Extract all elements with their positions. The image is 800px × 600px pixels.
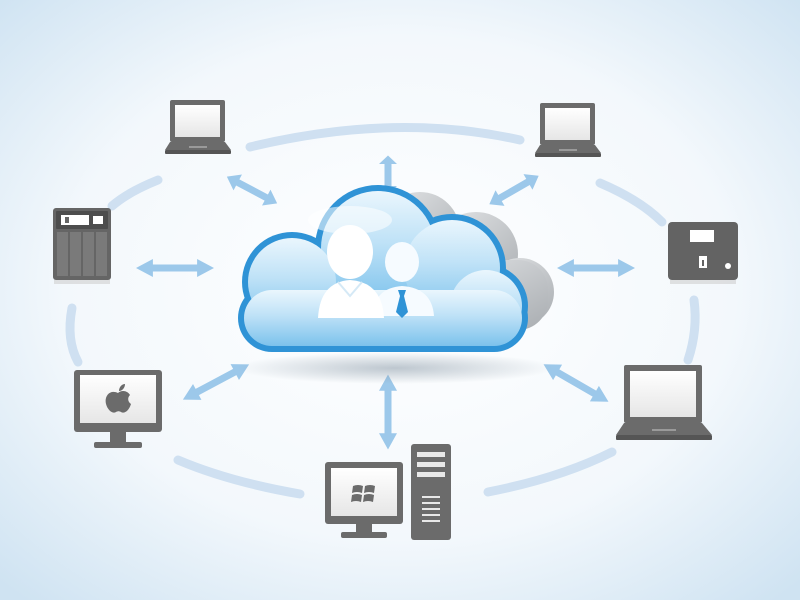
ring-segment-upper-left — [107, 175, 163, 211]
ring-segment-right — [683, 295, 700, 365]
ring-segment-upper-right — [595, 178, 667, 227]
desktop-tower — [411, 444, 451, 540]
ring-segment-left — [65, 303, 83, 367]
ring-segment-bottom-left — [173, 455, 305, 499]
laptop-icon — [616, 365, 712, 440]
apple-logo-icon — [105, 384, 131, 413]
connection-ring — [65, 123, 700, 499]
users-icon — [318, 225, 434, 318]
cloud-shadow — [235, 352, 555, 384]
windows-logo-icon — [351, 485, 375, 502]
ring-segment-bottom-right — [483, 447, 617, 497]
nas-drive-icon — [53, 208, 111, 284]
laptop-icon — [535, 103, 601, 157]
windows-desktop — [325, 444, 451, 540]
laptop-bottom-right — [616, 365, 712, 440]
cloud-hub — [238, 185, 554, 352]
server-box-icon — [668, 222, 738, 284]
nas-left — [53, 208, 111, 284]
mac-monitor — [74, 370, 162, 448]
ring-segment-top — [245, 123, 525, 152]
laptop-icon — [165, 100, 231, 154]
laptop-top-right — [535, 103, 601, 157]
laptop-top-left — [165, 100, 231, 154]
server-right — [668, 222, 738, 284]
